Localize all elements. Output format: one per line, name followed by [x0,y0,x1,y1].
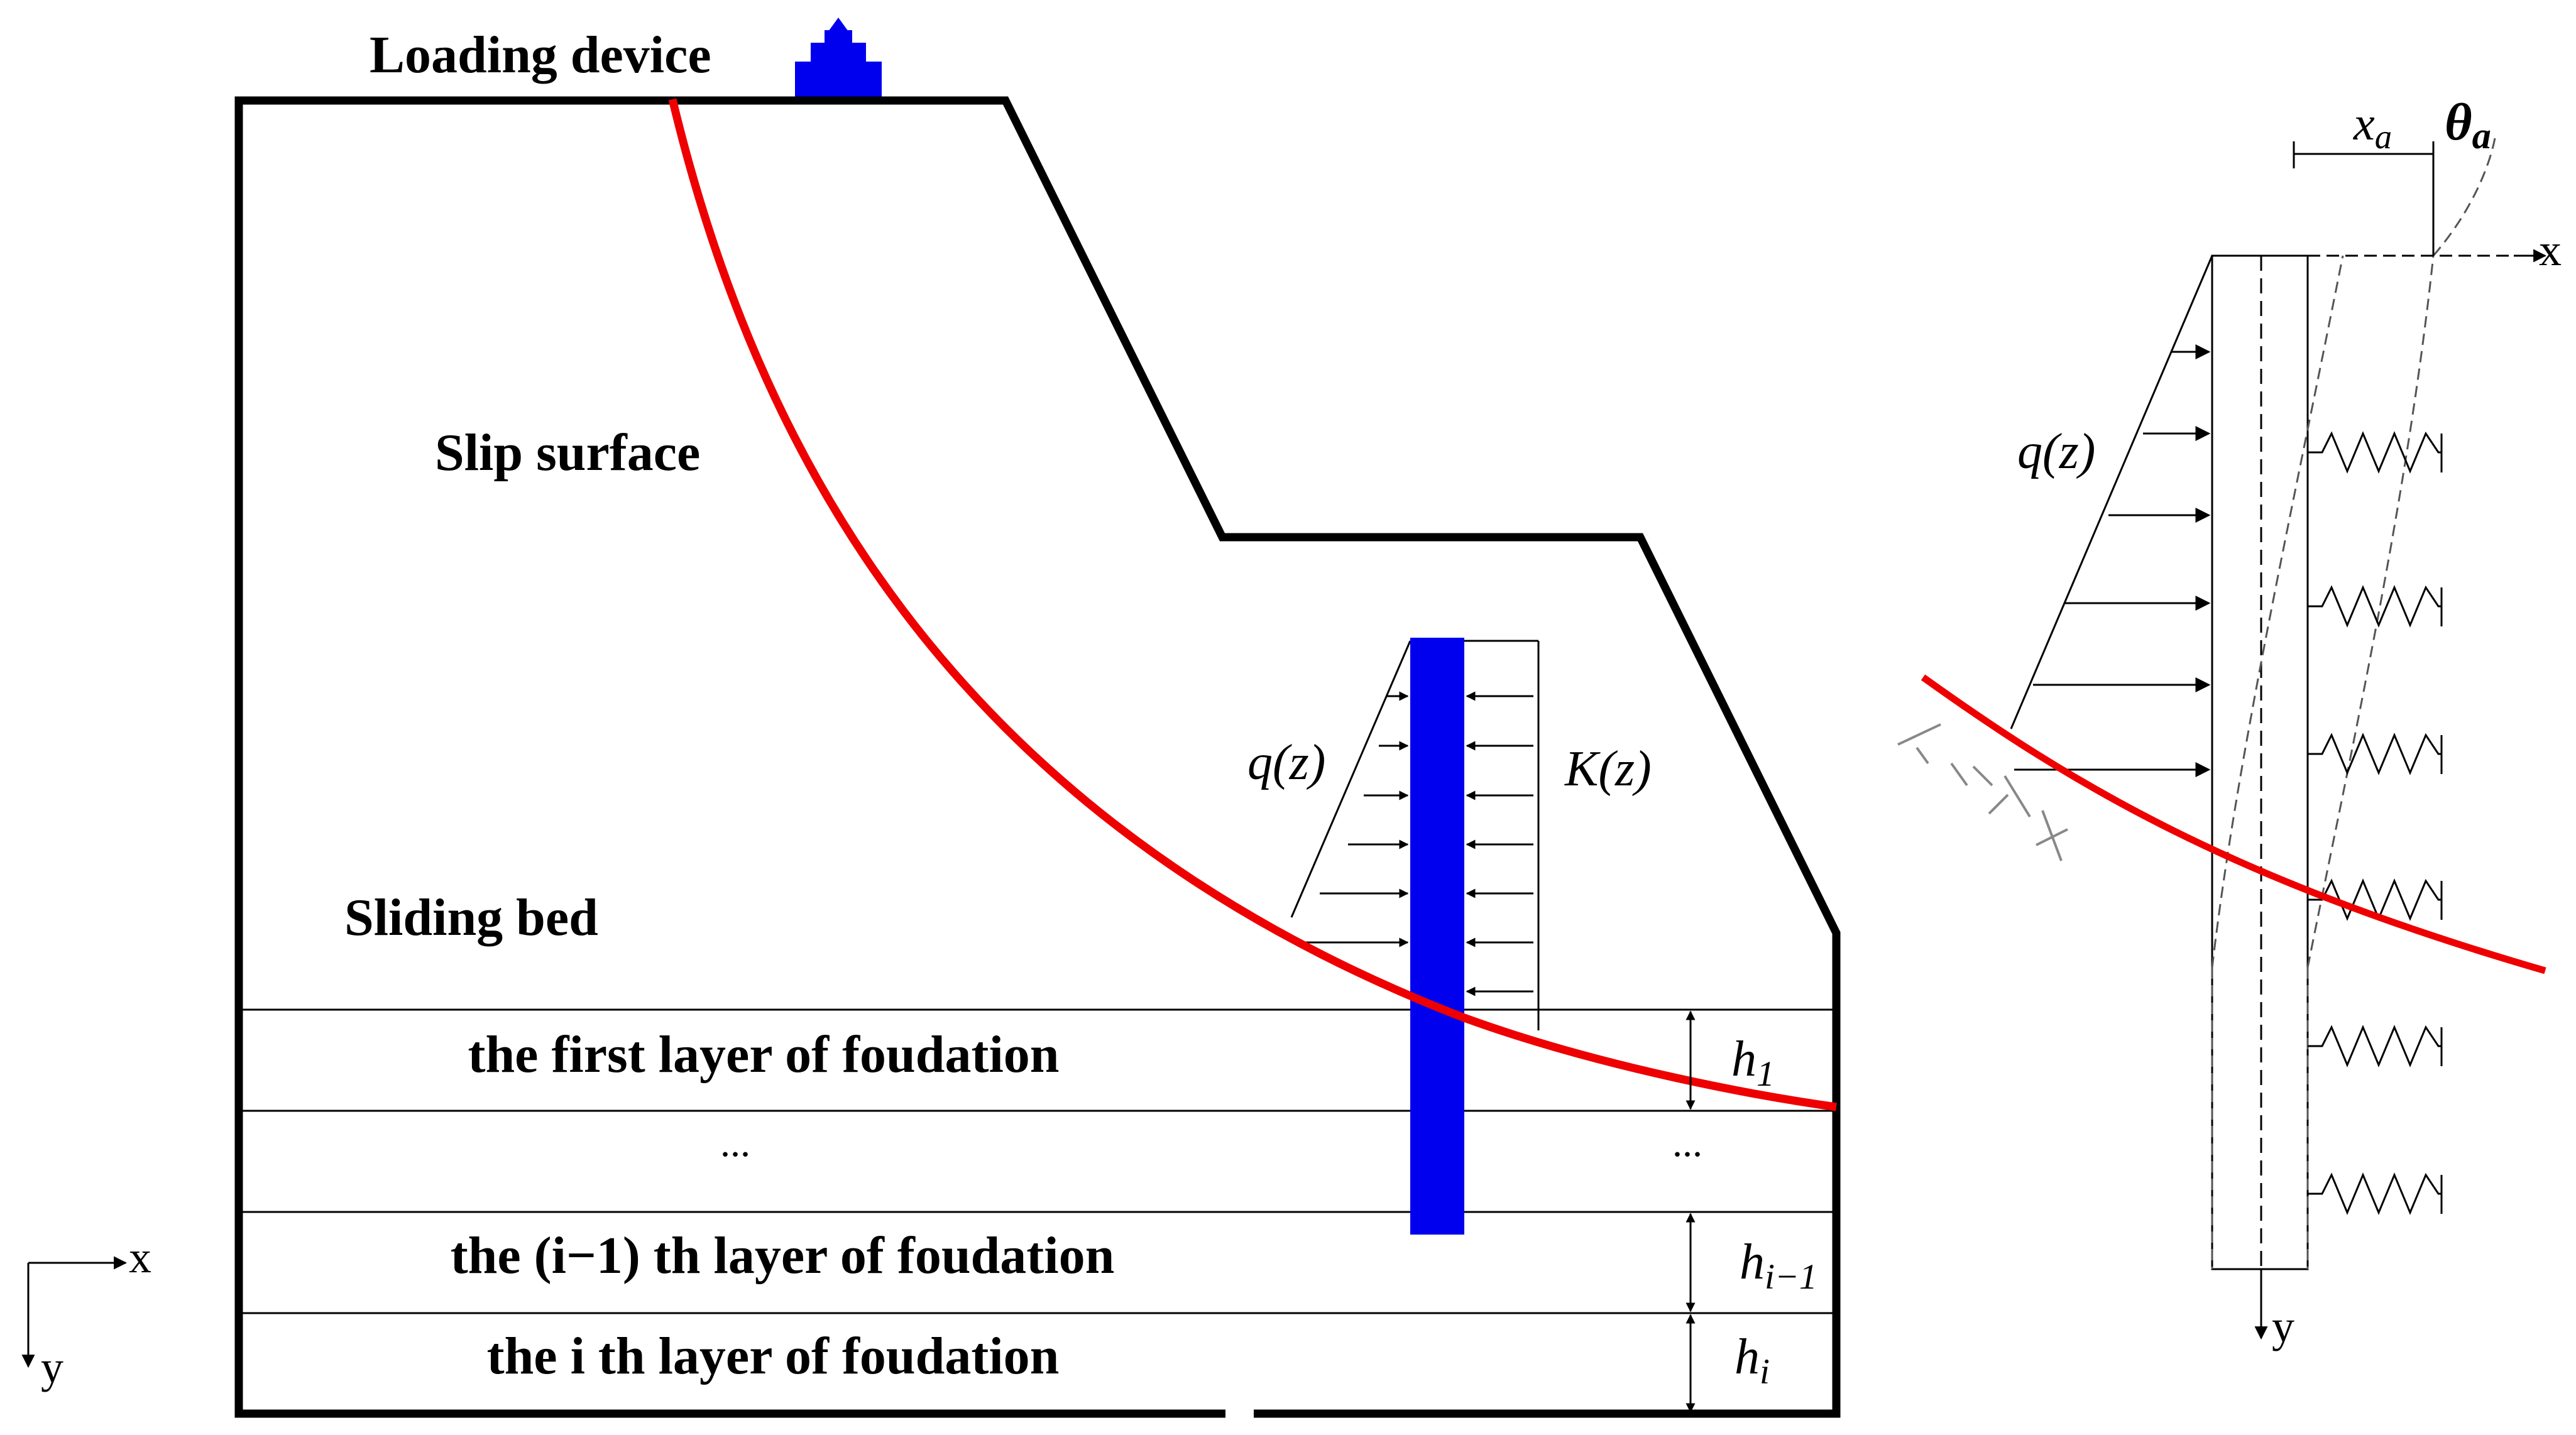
q-load-arrows [1295,691,1409,947]
hi-minus-1-label: hi−1 [1740,1235,1817,1297]
h1-label: h1 [1731,1032,1775,1094]
slip-surface-label: Slip surface [435,423,700,482]
layer-i-minus-1-label: the (i−1) th layer of foudation [451,1226,1115,1285]
xa-dimension [2293,141,2435,256]
slope-outline [234,96,1841,1418]
anti-slide-pile [1410,638,1464,1235]
loading-device-icon [795,18,882,101]
right-slip-surface-curve [1921,674,2546,974]
right-theta-label: θa [2445,93,2491,157]
layer-boundaries [239,1008,1838,1314]
dots-right-label: ... [1672,1120,1702,1165]
right-pile [2211,254,2309,1270]
right-q-z-label: q(z) [2017,424,2095,479]
left-axis-x-label: x [129,1232,151,1282]
ground-hatch-marks [1897,723,2068,861]
k-reaction-arrows [1466,691,1533,996]
sliding-bed-label: Sliding bed [344,888,598,947]
right-load-triangle [2010,255,2213,729]
right-axis-y-label: y [2272,1301,2294,1351]
right-xa-label: xa [2353,97,2392,156]
load-distribution [1290,640,1540,1030]
k-z-label: K(z) [1564,741,1652,797]
layer-i-label: the i th layer of foudation [487,1327,1060,1385]
layer-first-label: the first layer of foudation [468,1025,1059,1084]
loading-device-label: Loading device [370,26,711,84]
slip-surface-curve [668,98,1837,1111]
layer-dots-label: ... [720,1120,750,1165]
deflected-pile-curves [2211,138,2496,1269]
right-load-arrows [2014,344,2211,777]
left-axes [21,1256,128,1368]
hi-label: hi [1735,1329,1770,1392]
soil-springs [2308,431,2443,1215]
left-axis-y-label: y [41,1342,63,1392]
q-z-label: q(z) [1247,735,1325,790]
right-axis-x-label: x [2539,225,2562,275]
